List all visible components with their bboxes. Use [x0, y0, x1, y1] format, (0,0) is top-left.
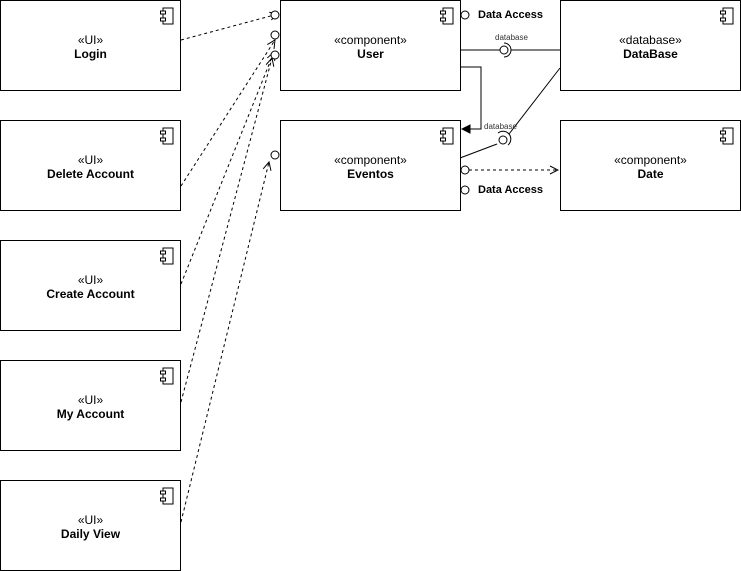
date-name: Date: [637, 167, 664, 181]
user-db-ball: [499, 45, 509, 55]
component-icon: [160, 7, 174, 25]
login-name: Login: [74, 47, 107, 61]
component-icon: [440, 127, 454, 145]
eventos-interface-port: [270, 150, 280, 160]
database-name: DataBase: [623, 47, 678, 61]
create-account-to-user-dependency: [180, 52, 274, 285]
daily-view-to-eventos-dependency: [180, 162, 269, 523]
my-account-ui-box[interactable]: «UI» My Account: [0, 360, 181, 451]
eventos-db-socket: [497, 130, 512, 146]
create-account-name: Create Account: [46, 287, 135, 301]
delete-account-to-user-dependency: [180, 40, 275, 187]
eventos-component-box[interactable]: «component» Eventos: [280, 120, 461, 211]
database-stereotype: «database»: [619, 33, 682, 47]
login-stereotype: «UI»: [77, 33, 104, 47]
user-stereotype: «component»: [334, 33, 407, 47]
component-icon: [160, 487, 174, 505]
user-db-socket-label: database: [495, 33, 528, 42]
date-stereotype: «component»: [614, 153, 687, 167]
delete-account-name: Delete Account: [47, 167, 134, 181]
create-account-stereotype: «UI»: [77, 273, 104, 287]
user-interface-port-3: [270, 50, 280, 60]
user-to-eventos-association: [460, 66, 482, 129]
daily-view-name: Daily View: [60, 527, 121, 541]
component-icon: [160, 127, 174, 145]
component-icon: [160, 367, 174, 385]
user-name: User: [357, 47, 384, 61]
daily-view-ui-box[interactable]: «UI» Daily View: [0, 480, 181, 571]
create-account-ui-box[interactable]: «UI» Create Account: [0, 240, 181, 331]
db-to-eventos-connector: [508, 67, 561, 135]
eventos-stereotype: «component»: [334, 153, 407, 167]
eventos-data-access-label: Data Access: [478, 184, 544, 196]
user-data-access-label: Data Access: [478, 9, 544, 21]
delete-account-ui-box[interactable]: «UI» Delete Account: [0, 120, 181, 211]
my-account-stereotype: «UI»: [77, 393, 104, 407]
eventos-db-ball: [498, 135, 508, 145]
component-icon: [720, 7, 734, 25]
component-icon: [160, 247, 174, 265]
login-ui-box[interactable]: «UI» Login: [0, 0, 181, 91]
date-component-box[interactable]: «component» Date: [560, 120, 741, 211]
login-to-user-dependency: [180, 14, 278, 41]
daily-view-stereotype: «UI»: [77, 513, 104, 527]
database-component-box[interactable]: «database» DataBase: [560, 0, 741, 91]
eventos-db-socket-label: database: [484, 122, 517, 131]
my-account-name: My Account: [56, 407, 125, 421]
user-data-access-port: [460, 10, 470, 20]
eventos-name: Eventos: [347, 167, 394, 181]
eventos-data-access-port: [460, 185, 470, 195]
component-icon: [720, 127, 734, 145]
component-icon: [440, 7, 454, 25]
user-interface-port-2: [270, 30, 280, 40]
eventos-db-connector: [459, 143, 498, 159]
my-account-to-user-dependency: [180, 58, 272, 403]
user-component-box[interactable]: «component» User: [280, 0, 461, 91]
delete-account-stereotype: «UI»: [77, 153, 104, 167]
eventos-date-port: [460, 165, 470, 175]
user-interface-port-1: [270, 10, 280, 20]
